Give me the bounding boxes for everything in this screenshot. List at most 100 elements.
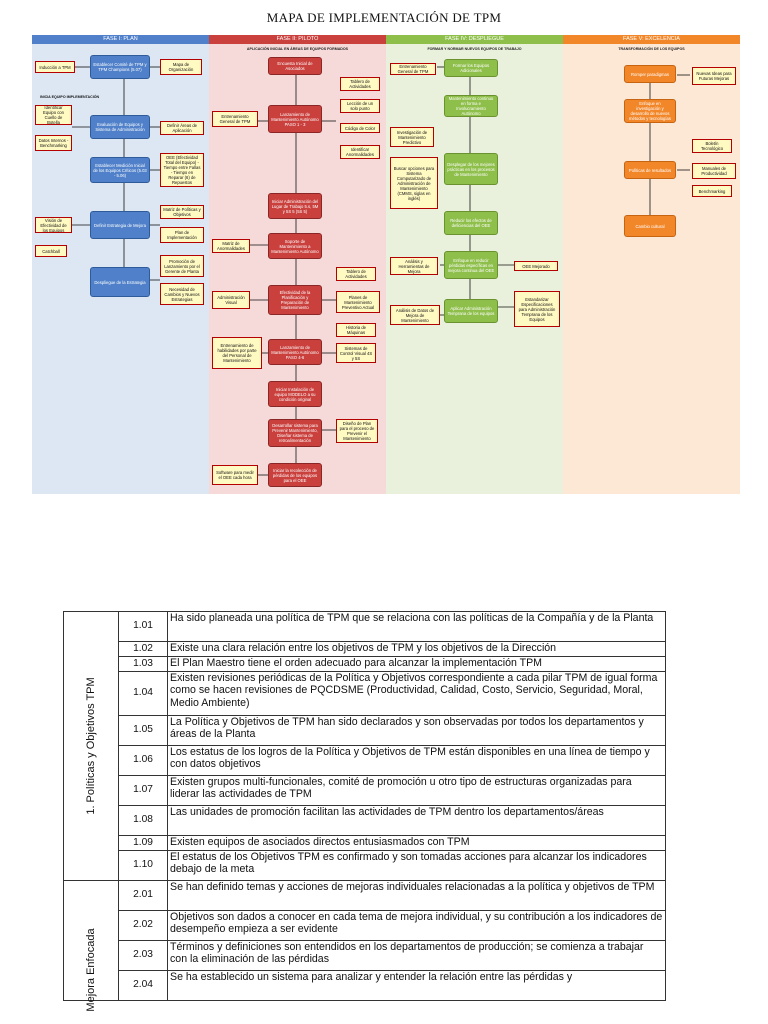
- excelencia-note-right-4: Benchmarking: [692, 185, 732, 197]
- row-code: 2.01: [118, 880, 168, 911]
- piloto-note-left-3: Administración Visual: [212, 291, 250, 309]
- piloto-step-6: Lanzamiento de Mantenimiento Autónomo PA…: [268, 339, 322, 365]
- piloto-note-right-8: Sistemas de Control Visual 4S y 5S: [336, 343, 376, 363]
- table-row: 1.02 Existe una clara relación entre los…: [64, 641, 666, 657]
- despliegue-step-1: Formar los Equipos Adicionales: [444, 59, 498, 77]
- piloto-note-right-3: Código de Color: [340, 123, 380, 133]
- row-code: 1.01: [118, 611, 168, 642]
- plan-note-left-3: Datos Internos - Benchmarking: [35, 135, 72, 151]
- despliegue-note-left-3: Buscar opciones para Sistema Computariza…: [390, 157, 438, 209]
- despliegue-note-right-2: Estandarizar Especificaciones para Admin…: [514, 291, 560, 327]
- row-text: Se ha establecido un sistema para analiz…: [167, 970, 666, 1001]
- plan-note-right-4: Matriz de Políticas y Objetivos: [160, 205, 204, 219]
- excelencia-note-right-2: Boletín Tecnológico: [692, 139, 732, 153]
- section-1-cell: 1. Políticas y Objetivos TPM: [63, 611, 119, 881]
- table-row: 1.06 Los estatus de los logros de la Pol…: [64, 745, 666, 776]
- despliegue-step-5: Enfoque en reducir pérdidas específicas …: [444, 251, 498, 279]
- phase-despliegue-header: FASE IV: DESPLIEGUE: [445, 36, 504, 42]
- piloto-note-right-7: Historia de Máquinas: [336, 323, 376, 337]
- piloto-note-right-2: Lección de un solo punto: [340, 99, 380, 113]
- phase-plan-header: FASE I: PLAN: [103, 36, 138, 42]
- excelencia-step-4: Cambio cultural: [624, 215, 676, 237]
- row-text: Ha sido planeada una política de TPM que…: [167, 611, 666, 642]
- row-text: Las unidades de promoción facilitan las …: [167, 805, 666, 836]
- piloto-note-right-6: Planes de Mantenimiento Preventivo Actua…: [336, 291, 380, 313]
- plan-note-right-1: Mapa de Organización: [160, 59, 202, 75]
- plan-step-3: Establecer Medición Inicial de los Equip…: [90, 157, 150, 183]
- row-code: 1.10: [118, 850, 168, 881]
- piloto-step-9: Iniciar la recolección de pérdidas de lo…: [268, 463, 322, 487]
- piloto-note-right-9: Diseño de Plan para el proceso de Preven…: [336, 419, 378, 443]
- piloto-step-7: Iniciar Instalación de equipo MODELO a s…: [268, 381, 322, 407]
- excelencia-step-1: Romper paradigmas: [624, 65, 676, 83]
- table-row: 2.03 Términos y definiciones son entendi…: [64, 940, 666, 971]
- piloto-step-4: Soporte de Mantenimiento a Mantenimiento…: [268, 233, 322, 259]
- row-code: 1.04: [118, 671, 168, 716]
- table-row: 1.05 La Política y Objetivos de TPM han …: [64, 715, 666, 746]
- piloto-note-right-5: Tablero de Actividades: [336, 267, 376, 281]
- piloto-step-1: Encuesta Inicial de Asociados: [268, 57, 322, 75]
- plan-step-4: Definir Estrategia de Mejora: [90, 211, 150, 239]
- section-2-label: Mejora Enfocada: [84, 928, 97, 1012]
- row-text: Se han definido temas y acciones de mejo…: [167, 880, 666, 911]
- row-text: Existe una clara relación entre los obje…: [167, 641, 666, 657]
- excelencia-note-right-1: Nuevas Ideas para Futuras Mejoras: [692, 67, 736, 85]
- row-code: 2.02: [118, 910, 168, 941]
- section-1-label: 1. Políticas y Objetivos TPM: [84, 677, 97, 815]
- row-code: 1.09: [118, 835, 168, 851]
- despliegue-note-left-2: Investigación de Mantenimiento Predictiv…: [390, 127, 434, 147]
- piloto-note-left-2: Matriz de Anormalidades: [212, 239, 250, 253]
- tpm-assessment-table: 1. Políticas y Objetivos TPM 1.01 Ha sid…: [63, 611, 666, 1012]
- row-code: 1.05: [118, 715, 168, 746]
- table-row: 2.02 Objetivos son dados a conocer en ca…: [64, 910, 666, 941]
- excelencia-step-3: Políticas de resultados: [624, 161, 676, 179]
- plan-note-right-5: Plan de Implementación: [160, 227, 204, 243]
- table-row: 2.04 Se ha establecido un sistema para a…: [64, 970, 666, 1001]
- despliegue-note-left-1: Entrenamiento General de TPM: [390, 63, 436, 75]
- row-text: Existen grupos multi-funcionales, comité…: [167, 775, 666, 806]
- plan-note-left-5: Catchball: [35, 245, 67, 257]
- plan-note-right-6: Promoción de Lanzamiento por el Gerente …: [160, 255, 204, 277]
- despliegue-step-3: Desplegar de los mejores prácticas en lo…: [444, 153, 498, 185]
- row-text: Objetivos son dados a conocer en cada te…: [167, 910, 666, 941]
- phase-piloto-subtitle: APLICACIÓN INICIAL EN ÁREAS DE EQUIPOS F…: [246, 47, 349, 51]
- row-code: 1.07: [118, 775, 168, 806]
- phase-excelencia-header: FASE V: EXCELENCIA: [623, 36, 680, 42]
- row-text: La Política y Objetivos de TPM han sido …: [167, 715, 666, 746]
- table-row: 1.10 El estatus de los Objetivos TPM es …: [64, 850, 666, 881]
- table-row: 1.04 Existen revisiones periódicas de la…: [64, 671, 666, 716]
- row-text: Los estatus de los logros de la Política…: [167, 745, 666, 776]
- despliegue-note-left-5: Análisis de Datos de Mejora de Mantenimi…: [390, 305, 440, 325]
- plan-note-right-7: Necesidad de Cambios y Nuevos Estrategia…: [160, 283, 204, 305]
- plan-step-5: Despliegue de la Estrategia: [90, 267, 150, 297]
- table-row: 1.03 El Plan Maestro tiene el orden adec…: [64, 656, 666, 672]
- plan-note-left-1: Inducción a TPM: [35, 61, 75, 73]
- piloto-note-left-4: Entrenamiento de habilidades por parte d…: [212, 337, 262, 369]
- row-text: Existen revisiones periódicas de la Polí…: [167, 671, 666, 716]
- plan-step-1: Establecer Comité de TPM y TPM Champions…: [90, 55, 150, 79]
- plan-note-right-3: OEE (Efectividad Total del Equipo) - Tie…: [160, 153, 204, 187]
- table-row: 1.08 Las unidades de promoción facilitan…: [64, 805, 666, 836]
- row-text: El Plan Maestro tiene el orden adecuado …: [167, 656, 666, 672]
- plan-note-left-2: Identificar Equipo con Cuello de Botella: [35, 105, 72, 125]
- table-row: 1.09 Existen equipos de asociados direct…: [64, 835, 666, 851]
- row-code: 2.03: [118, 940, 168, 971]
- table-row: 1.07 Existen grupos multi-funcionales, c…: [64, 775, 666, 806]
- document-title: MAPA DE IMPLEMENTACIÓN DE TPM: [266, 10, 502, 25]
- phase-piloto-header: FASE II: PILOTO: [276, 36, 319, 42]
- excelencia-note-right-3: Manuales de Productividad: [692, 163, 736, 179]
- plan-note-left-4: Visión de Efectividad de los Equipos: [35, 217, 72, 233]
- piloto-note-right-4: Identificar Anormalidades: [340, 145, 380, 159]
- piloto-step-5: Efectividad de la Planificación y Prepar…: [268, 285, 322, 315]
- row-code: 1.03: [118, 656, 168, 672]
- despliegue-step-4: Reducir los efectos de deficiencias del …: [444, 211, 498, 235]
- row-text: Existen equipos de asociados directos en…: [167, 835, 666, 851]
- section-2-cell: Mejora Enfocada: [63, 880, 119, 1012]
- row-code: 1.02: [118, 641, 168, 657]
- despliegue-step-2: Mantenimiento continuo en forma e Involu…: [444, 95, 498, 117]
- row-text: Términos y definiciones son entendidos e…: [167, 940, 666, 971]
- piloto-step-2: Lanzamiento de Mantenimiento Autónomo PA…: [268, 105, 322, 133]
- row-code: 1.08: [118, 805, 168, 836]
- table-row: 1. Políticas y Objetivos TPM 1.01 Ha sid…: [63, 611, 666, 881]
- despliegue-note-right-1: OEE Mejorado: [514, 261, 558, 271]
